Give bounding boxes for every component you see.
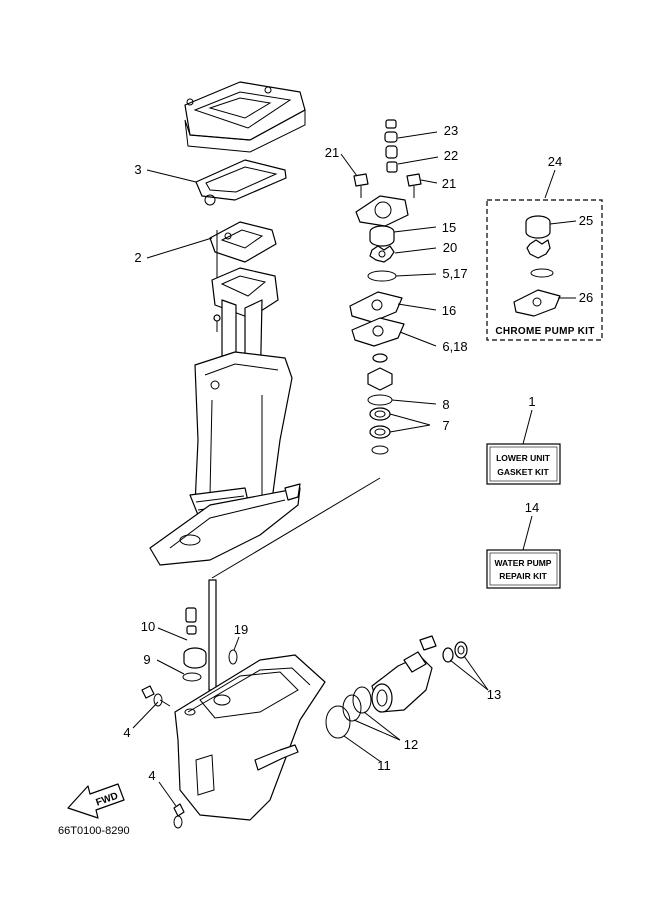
callout-4-upper: 4 bbox=[123, 725, 130, 740]
callout-24: 24 bbox=[548, 154, 562, 169]
lower-unit-gasket-kit-line-1: LOWER UNIT bbox=[496, 453, 551, 463]
callout-2: 2 bbox=[134, 250, 141, 265]
callout-19: 19 bbox=[234, 622, 248, 637]
pin-part-19 bbox=[228, 649, 238, 665]
callout-26: 26 bbox=[579, 290, 593, 305]
oil-seal-housing-part bbox=[367, 353, 393, 391]
callout-22: 22 bbox=[444, 148, 458, 163]
callout-25: 25 bbox=[579, 213, 593, 228]
callout-14: 14 bbox=[525, 500, 539, 515]
pump-housing-part bbox=[355, 195, 409, 227]
callout-4-lower: 4 bbox=[148, 768, 155, 783]
callout-23: 23 bbox=[444, 123, 458, 138]
drive-shaft-part bbox=[208, 477, 381, 691]
callout-8: 8 bbox=[442, 397, 449, 412]
oring-part-12 bbox=[342, 686, 372, 722]
document-number: 66T0100-8290 bbox=[58, 825, 130, 837]
water-pump-repair-kit-box: WATER PUMP REPAIR KIT bbox=[486, 549, 561, 589]
callout-labels: 3 2 21 23 22 21 15 20 5,17 16 6,18 8 7 2… bbox=[123, 123, 593, 783]
bolt-part-13 bbox=[442, 641, 468, 663]
upper-casing-part bbox=[149, 351, 301, 566]
gasket-part-3 bbox=[195, 159, 287, 206]
callout-12: 12 bbox=[404, 737, 418, 752]
pump-insert-part-15 bbox=[369, 225, 395, 247]
seal-part-9 bbox=[182, 647, 207, 682]
callout-16: 16 bbox=[442, 303, 456, 318]
upper-cover-part bbox=[184, 81, 306, 153]
callout-7: 7 bbox=[442, 418, 449, 433]
oring-part-5-17 bbox=[367, 270, 397, 282]
chrome-pump-kit-box: CHROME PUMP KIT bbox=[486, 199, 603, 341]
lower-unit-gasket-kit-box: LOWER UNIT GASKET KIT bbox=[486, 443, 561, 485]
callout-20: 20 bbox=[443, 240, 457, 255]
bolt-part-21-left bbox=[353, 173, 369, 198]
callout-15: 15 bbox=[442, 220, 456, 235]
oring-part-11 bbox=[325, 705, 351, 739]
water-pump-repair-kit-line-2: REPAIR KIT bbox=[499, 571, 547, 581]
lower-casing-part bbox=[174, 654, 326, 821]
pump-collar-23 bbox=[384, 119, 398, 143]
leader-lines bbox=[132, 131, 577, 807]
water-pump-repair-kit-line-1: WATER PUMP bbox=[495, 558, 552, 568]
bolt-part-4-lower bbox=[173, 803, 185, 829]
forward-arrow-icon: FWD bbox=[67, 783, 125, 819]
callout-6-18: 6,18 bbox=[442, 339, 467, 354]
washer-part bbox=[371, 445, 389, 455]
callout-9: 9 bbox=[143, 652, 150, 667]
callout-10: 10 bbox=[141, 619, 155, 634]
lower-unit-gasket-kit-line-2: GASKET KIT bbox=[497, 467, 549, 477]
plate-part-2 bbox=[209, 221, 277, 282]
impeller-part-20 bbox=[369, 245, 395, 263]
propeller-shaft-housing-part bbox=[371, 635, 437, 713]
callout-11: 11 bbox=[377, 758, 391, 773]
bolt-part-21-right bbox=[406, 173, 422, 198]
callout-3: 3 bbox=[134, 162, 141, 177]
oring-part-8 bbox=[367, 394, 393, 406]
gasket-part-6-18 bbox=[351, 317, 405, 347]
pump-collar-22 bbox=[385, 145, 398, 173]
oil-seal-part-7 bbox=[369, 407, 391, 439]
callout-1: 1 bbox=[528, 394, 535, 409]
callout-5-17: 5,17 bbox=[442, 266, 467, 281]
callout-13: 13 bbox=[487, 687, 501, 702]
outer-plate-part-16 bbox=[349, 291, 403, 323]
collar-part-10 bbox=[185, 607, 197, 635]
callout-21-right: 21 bbox=[442, 176, 456, 191]
bolt-part-4-upper bbox=[141, 685, 171, 707]
callout-21-left: 21 bbox=[325, 145, 339, 160]
chrome-pump-kit-title: CHROME PUMP KIT bbox=[495, 326, 594, 337]
